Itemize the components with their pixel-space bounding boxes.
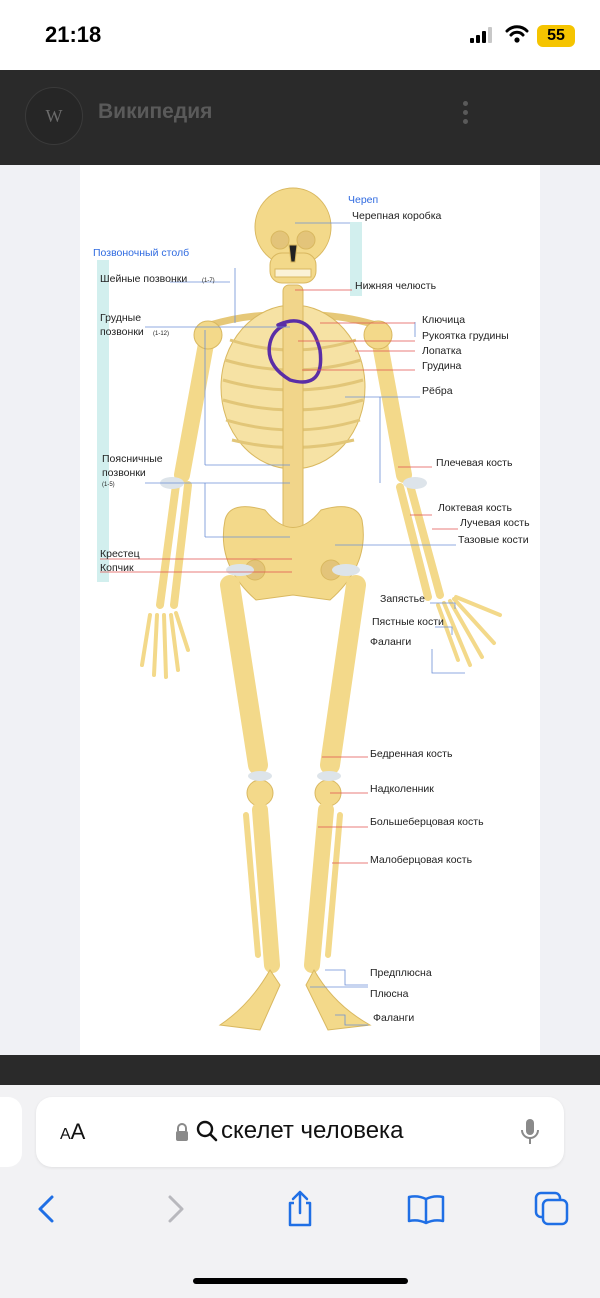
chevron-right-icon[interactable] bbox=[156, 1189, 196, 1229]
skeleton-figure bbox=[140, 187, 502, 1031]
label-thoracic-2: позвонки bbox=[100, 326, 144, 338]
label-skull-group: Череп bbox=[348, 194, 378, 206]
bottom-shade bbox=[0, 1055, 600, 1085]
label-phalanges-hand: Фаланги bbox=[370, 636, 411, 648]
label-lumbar-range: (1-5) bbox=[102, 482, 115, 488]
label-manubrium: Рукоятка грудины bbox=[422, 330, 509, 342]
microphone-icon[interactable] bbox=[520, 1118, 540, 1146]
label-coccyx: Копчик bbox=[100, 562, 134, 574]
text-size-button[interactable]: AA bbox=[60, 1119, 86, 1144]
label-tibia: Большеберцовая кость bbox=[370, 816, 484, 828]
label-sternum: Грудина bbox=[422, 360, 462, 372]
share-icon[interactable] bbox=[280, 1189, 320, 1229]
battery-level: 55 bbox=[537, 25, 575, 47]
more-vertical-icon[interactable] bbox=[455, 98, 475, 130]
app-bar: W Википедия bbox=[0, 70, 600, 165]
label-patella: Надколенник bbox=[370, 783, 434, 795]
label-phalanges-foot: Фаланги bbox=[373, 1012, 414, 1024]
previous-tab-edge[interactable] bbox=[0, 1097, 22, 1167]
tabs-icon[interactable] bbox=[532, 1189, 572, 1229]
image-viewer: Череп Позвоночный столб Черепная коробка… bbox=[0, 165, 600, 1055]
label-ulna: Локтевая кость bbox=[438, 502, 512, 514]
label-scapula: Лопатка bbox=[422, 345, 462, 357]
status-bar: 21:18 55 bbox=[0, 0, 600, 70]
app-title: Википедия bbox=[98, 100, 213, 123]
label-carpus: Запястье bbox=[380, 593, 425, 605]
cellular-signal-icon bbox=[470, 27, 492, 43]
label-thoracic-1: Грудные bbox=[100, 312, 141, 324]
address-bar[interactable]: AA скелет человека bbox=[36, 1097, 564, 1167]
label-spine-group: Позвоночный столб bbox=[93, 247, 189, 259]
label-clavicle: Ключица bbox=[422, 314, 465, 326]
wikipedia-logo[interactable]: W bbox=[25, 87, 83, 145]
label-lumbar-1: Поясничные bbox=[102, 453, 163, 465]
label-pelvis: Тазовые кости bbox=[458, 534, 529, 546]
label-radius: Лучевая кость bbox=[460, 517, 530, 529]
annotation-circle bbox=[267, 319, 323, 384]
skull-bracket bbox=[350, 222, 362, 296]
label-cervical-range: (1-7) bbox=[202, 278, 215, 284]
label-fibula: Малоберцовая кость bbox=[370, 854, 473, 866]
label-thoracic-range: (1-12) bbox=[153, 331, 169, 337]
status-time: 21:18 bbox=[45, 22, 102, 47]
wifi-icon bbox=[505, 25, 529, 43]
chevron-left-icon[interactable] bbox=[26, 1189, 66, 1229]
browser-chrome: AA скелет человека bbox=[0, 1085, 600, 1298]
home-indicator bbox=[193, 1278, 408, 1284]
label-ribs: Рёбра bbox=[422, 385, 453, 397]
label-metacarpus: Пястные кости bbox=[372, 616, 444, 628]
label-sacrum: Крестец bbox=[100, 548, 140, 560]
search-icon bbox=[196, 1120, 218, 1142]
label-mandible: Нижняя челюсть bbox=[355, 280, 437, 292]
label-femur: Бедренная кость bbox=[370, 748, 453, 760]
skeleton-image[interactable]: Череп Позвоночный столб Черепная коробка… bbox=[80, 165, 540, 1055]
label-humerus: Плечевая кость bbox=[436, 457, 513, 469]
book-icon[interactable] bbox=[406, 1189, 446, 1229]
label-cervical: Шейные позвонки bbox=[100, 273, 187, 285]
skeleton-diagram: Череп Позвоночный столб Черепная коробка… bbox=[93, 187, 530, 1031]
spine-bracket bbox=[97, 260, 109, 582]
search-query[interactable]: скелет человека bbox=[221, 1117, 404, 1144]
label-metatarsus: Плюсна bbox=[370, 988, 409, 1000]
label-cranium: Черепная коробка bbox=[352, 210, 442, 222]
label-tarsus: Предплюсна bbox=[370, 967, 432, 979]
lock-icon bbox=[176, 1123, 188, 1141]
label-lumbar-2: позвонки bbox=[102, 467, 146, 479]
